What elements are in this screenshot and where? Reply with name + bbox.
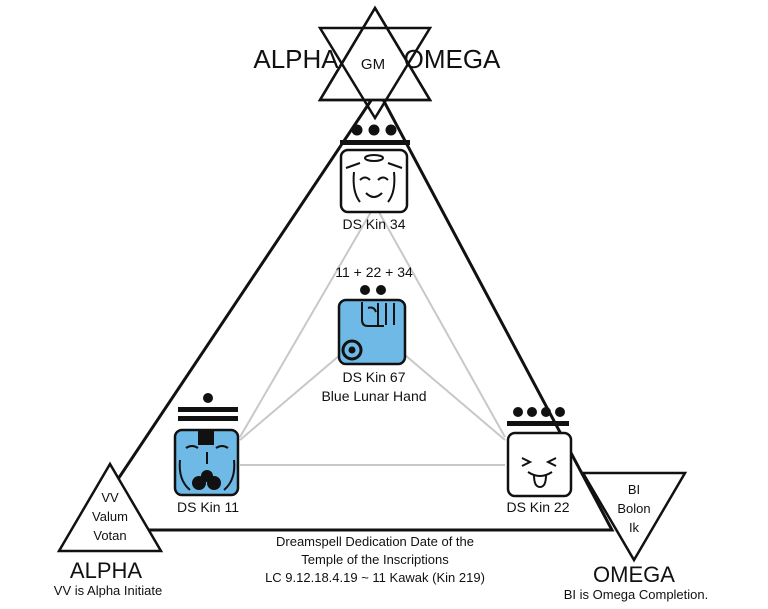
top-glyph-bar [340, 140, 410, 145]
right-glyph-caption: DS Kin 22 [506, 499, 569, 515]
left-glyph-dot [203, 393, 213, 403]
tongue-face-icon [521, 457, 557, 489]
hexagram-center-label: GM [361, 56, 385, 73]
bottom-text-line-1: Dreamspell Dedication Date of the [276, 534, 474, 549]
omega-line-2: Bolon [617, 501, 650, 516]
center-glyph [337, 298, 407, 366]
hexagram [317, 5, 433, 121]
omega-line-3: Ik [629, 520, 640, 535]
alpha-triangle [56, 461, 164, 553]
left-glyph [173, 393, 240, 497]
center-formula: 11 + 22 + 34 [335, 264, 413, 280]
center-glyph-caption: DS Kin 67 [342, 369, 405, 385]
omega-line-1: BI [628, 482, 640, 497]
alpha-line-3: Votan [93, 528, 126, 543]
alpha-line-2: Valum [92, 509, 128, 524]
omega-title: OMEGA [593, 562, 675, 587]
center-glyph-dots [360, 285, 386, 295]
top-glyph-caption: DS Kin 34 [342, 216, 405, 232]
alpha-line-1: VV [101, 490, 119, 505]
inner-connections [239, 204, 506, 466]
top-glyph [339, 124, 410, 214]
alpha-subtitle: VV is Alpha Initiate [54, 583, 162, 598]
right-glyph-dots [513, 407, 565, 417]
hexagram-left-label: ALPHA [253, 44, 339, 74]
left-glyph-bar-2 [178, 416, 238, 421]
omega-triangle [580, 471, 688, 563]
hand-icon [361, 302, 395, 327]
right-glyph-box [506, 431, 573, 498]
top-glyph-box [339, 148, 409, 214]
hexagram-right-label: OMEGA [404, 44, 501, 74]
bottom-text-line-2: Temple of the Inscriptions [301, 552, 449, 567]
left-glyph-bar-1 [178, 407, 238, 412]
right-glyph [506, 407, 573, 498]
center-glyph-name: Blue Lunar Hand [321, 388, 426, 404]
smiling-face-icon [345, 154, 403, 203]
right-glyph-bar [507, 421, 569, 426]
outer-triangle [81, 87, 615, 532]
top-glyph-dots [351, 124, 397, 136]
omega-subtitle: BI is Omega Completion. [564, 587, 709, 602]
bottom-text-line-3: LC 9.12.18.4.19 ~ 11 Kawak (Kin 219) [265, 570, 485, 585]
alpha-title: ALPHA [70, 558, 142, 583]
monkey-face-icon [178, 431, 236, 491]
left-glyph-caption: DS Kin 11 [177, 499, 239, 515]
